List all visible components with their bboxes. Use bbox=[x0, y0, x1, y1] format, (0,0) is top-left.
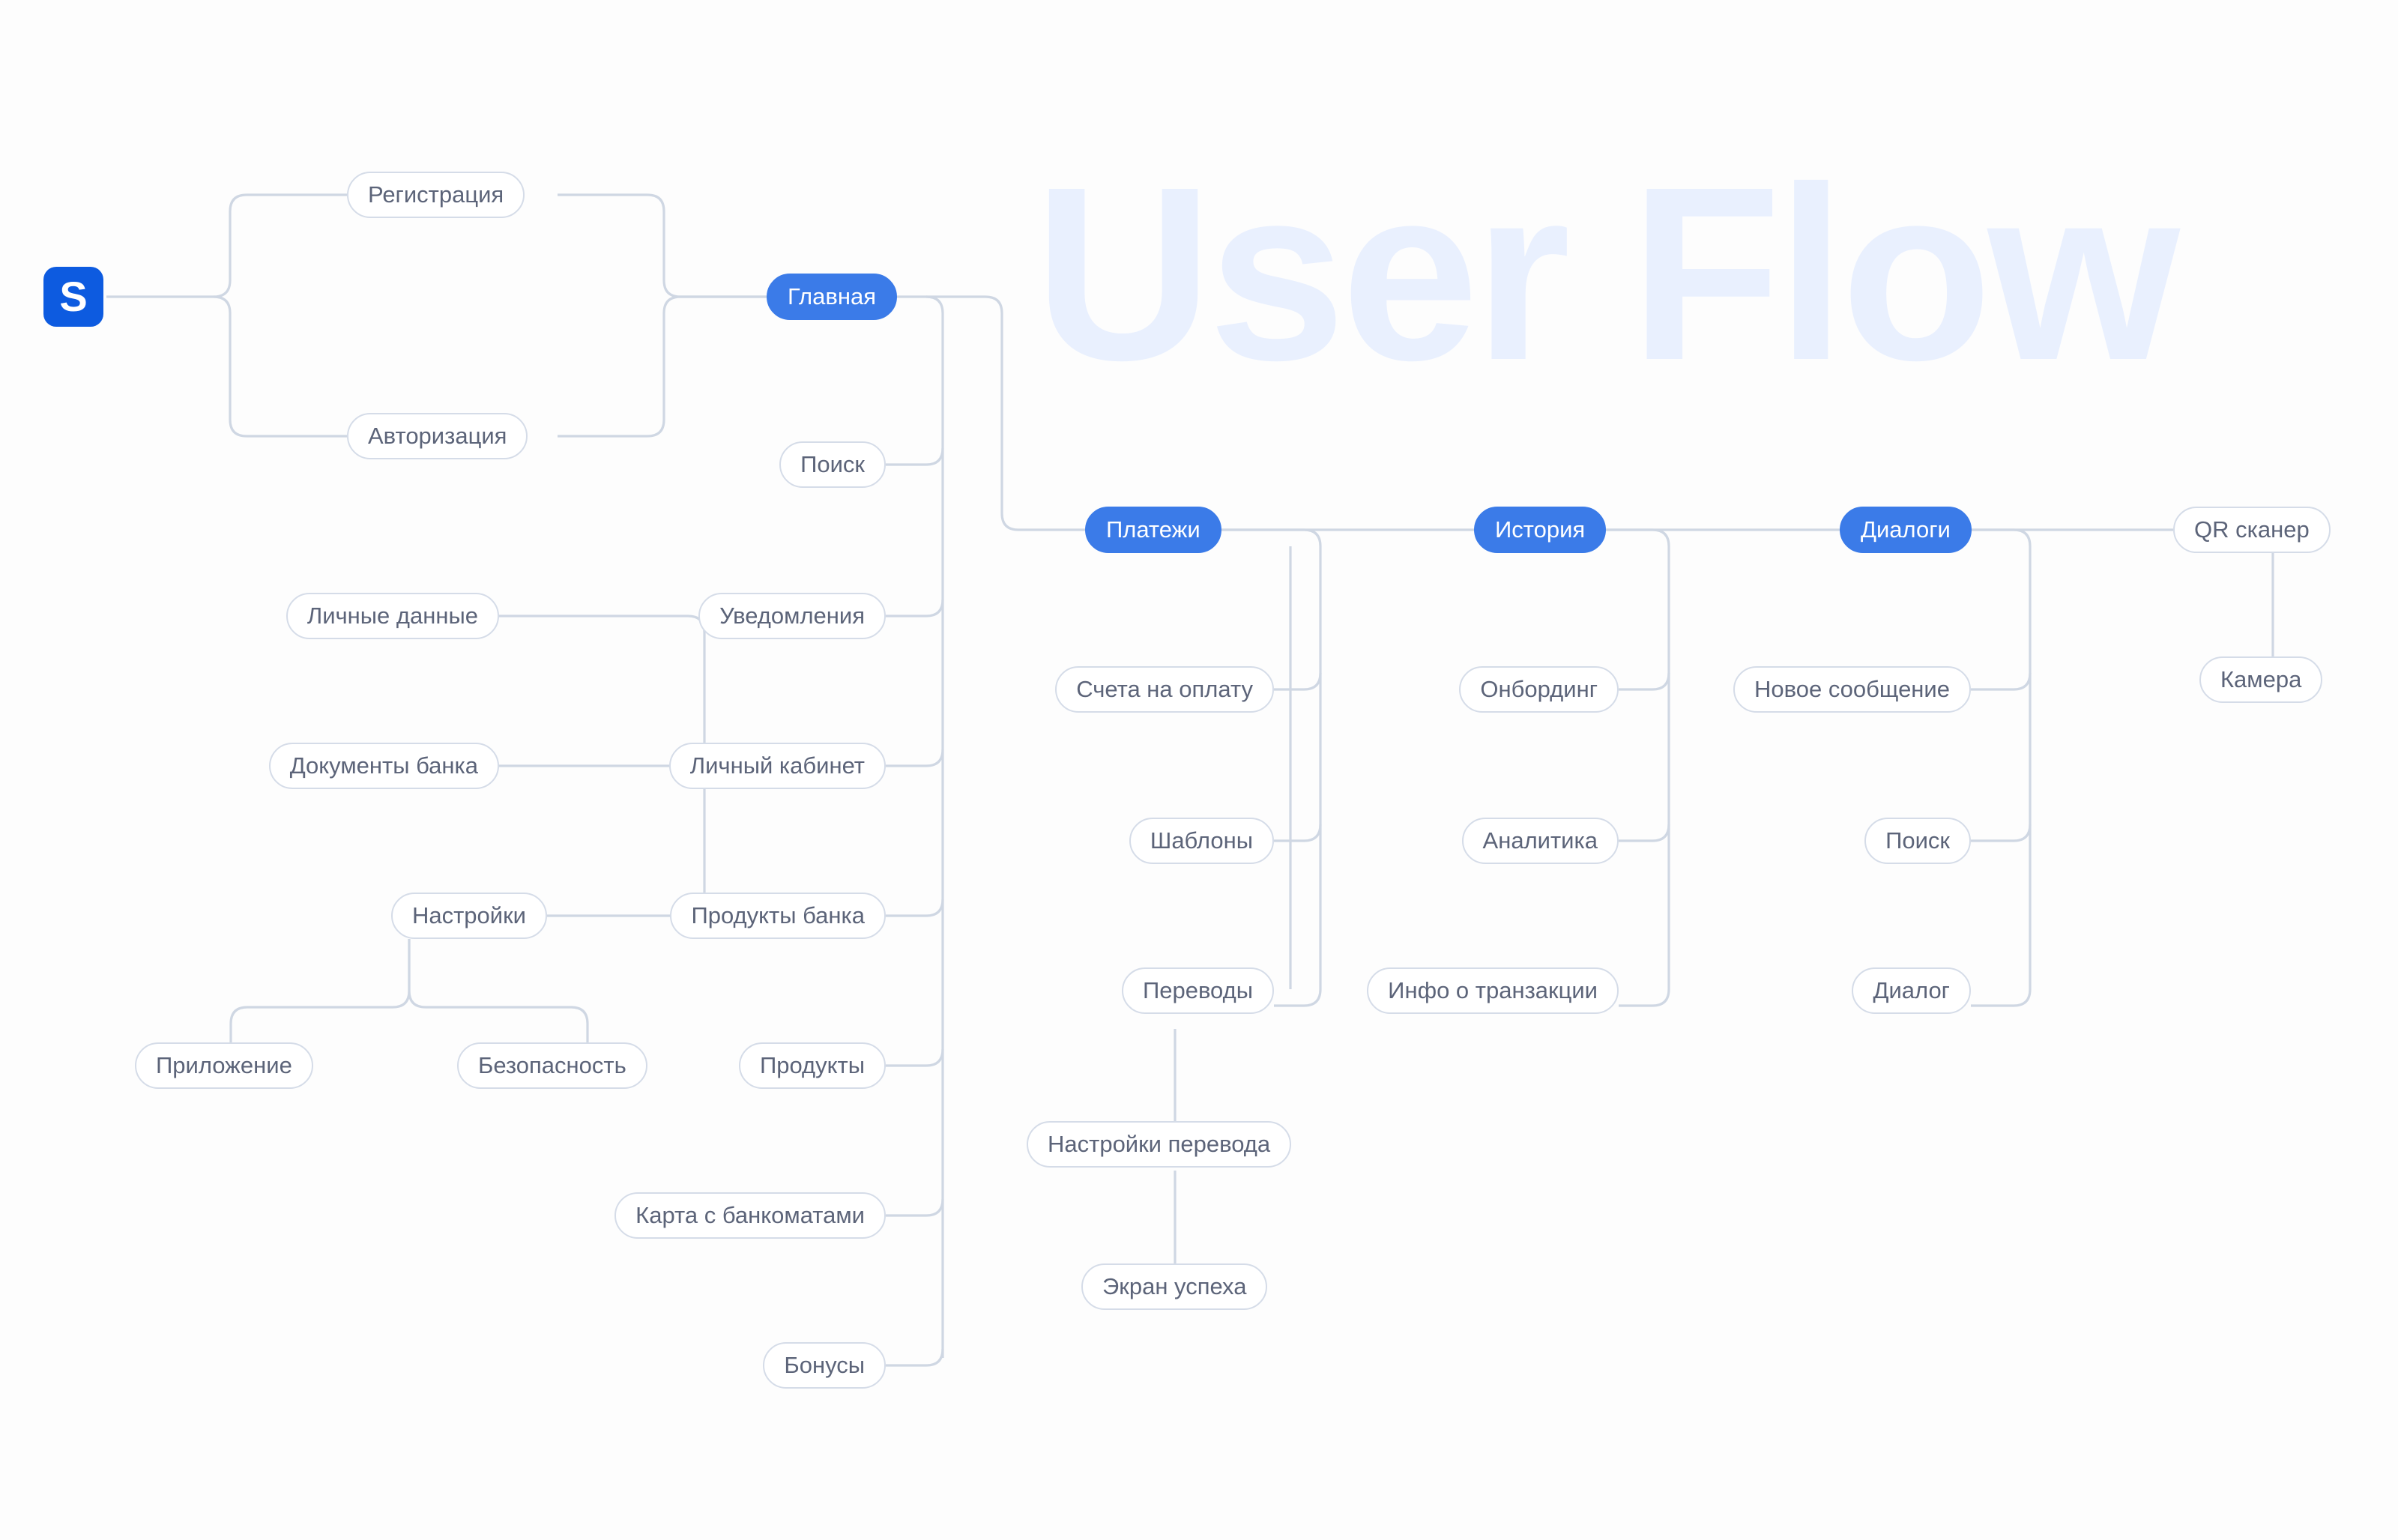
node-transfer-settings[interactable]: Настройки перевода bbox=[1027, 1121, 1292, 1168]
node-notifications[interactable]: Уведомления bbox=[698, 593, 886, 639]
node-bonuses[interactable]: Бонусы bbox=[763, 1342, 886, 1389]
node-new-message[interactable]: Новое сообщение bbox=[1733, 666, 1971, 713]
node-atm-map[interactable]: Карта с банкоматами bbox=[614, 1192, 886, 1239]
app-logo: S bbox=[43, 267, 103, 327]
node-templates[interactable]: Шаблоны bbox=[1129, 818, 1274, 864]
node-camera[interactable]: Камера bbox=[2199, 656, 2323, 703]
node-transaction-info[interactable]: Инфо о транзакции bbox=[1367, 967, 1619, 1014]
node-analytics[interactable]: Аналитика bbox=[1461, 818, 1619, 864]
node-application[interactable]: Приложение bbox=[135, 1042, 313, 1089]
node-dialog[interactable]: Диалог bbox=[1852, 967, 1971, 1014]
node-search-home[interactable]: Поиск bbox=[779, 441, 886, 488]
node-qr-scanner[interactable]: QR сканер bbox=[2173, 507, 2331, 553]
node-security[interactable]: Безопасность bbox=[457, 1042, 647, 1089]
node-products[interactable]: Продукты bbox=[738, 1042, 886, 1089]
node-search-dialogs[interactable]: Поиск bbox=[1864, 818, 1971, 864]
node-registration[interactable]: Регистрация bbox=[347, 172, 525, 218]
node-personal-data[interactable]: Личные данные bbox=[286, 593, 499, 639]
watermark-title: User Flow bbox=[1034, 135, 2180, 411]
node-home[interactable]: Главная bbox=[767, 274, 897, 320]
node-bank-documents[interactable]: Документы банка bbox=[268, 743, 499, 789]
node-payments[interactable]: Платежи bbox=[1085, 507, 1221, 553]
node-history[interactable]: История bbox=[1474, 507, 1607, 553]
node-transfers[interactable]: Переводы bbox=[1121, 967, 1274, 1014]
node-onboarding[interactable]: Онбординг bbox=[1459, 666, 1619, 713]
node-dialogs[interactable]: Диалоги bbox=[1840, 507, 1972, 553]
node-personal-account[interactable]: Личный кабинет bbox=[668, 743, 886, 789]
node-settings[interactable]: Настройки bbox=[390, 893, 547, 939]
node-invoices[interactable]: Счета на оплату bbox=[1055, 666, 1274, 713]
node-bank-products[interactable]: Продукты банка bbox=[670, 893, 886, 939]
node-authorization[interactable]: Авторизация bbox=[347, 413, 528, 459]
node-success-screen[interactable]: Экран успеха bbox=[1081, 1263, 1268, 1310]
